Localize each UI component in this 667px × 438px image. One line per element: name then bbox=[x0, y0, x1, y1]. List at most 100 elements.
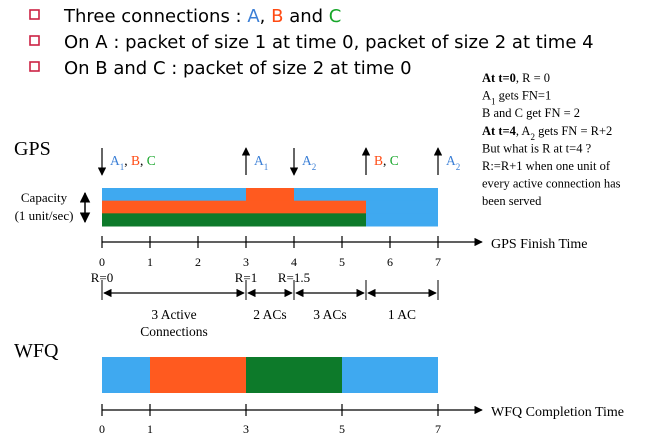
arrival-label-part: 2 bbox=[312, 162, 317, 172]
gps-axis-label: GPS Finish Time bbox=[491, 237, 588, 252]
arrival-label-part: , bbox=[140, 153, 147, 168]
gps-band-blue bbox=[294, 188, 366, 202]
arrival-label-part: 2 bbox=[456, 162, 461, 172]
round-number-label: R=0 bbox=[91, 270, 114, 285]
gps-round-numbers: R=0 R=1 R=1.5 bbox=[91, 270, 310, 285]
span-label: 3 Active bbox=[151, 307, 196, 322]
span-label: 1 AC bbox=[388, 307, 416, 322]
wfq-tick-label: 0 bbox=[99, 422, 105, 436]
gps-band-blue bbox=[366, 213, 438, 227]
arrival-label-part: 1 bbox=[120, 162, 125, 172]
arrival-label: A1, B, C bbox=[110, 153, 156, 172]
wfq-service-chart bbox=[102, 357, 438, 393]
arrival-label: A2 bbox=[302, 153, 316, 172]
arrival-label-part: , bbox=[383, 153, 390, 168]
arrival-label-part: B bbox=[131, 153, 140, 168]
capacity-label-line2: (1 unit/sec) bbox=[15, 208, 74, 223]
span-label: 3 ACs bbox=[313, 307, 346, 322]
gps-tick-label: 4 bbox=[291, 255, 297, 269]
arrival-label-part: A bbox=[302, 153, 312, 168]
note-line: B and C get FN = 2 bbox=[482, 106, 580, 120]
gps-band-red bbox=[294, 200, 366, 214]
note-line-part: At t=4 bbox=[482, 124, 517, 138]
note-line: A1 gets FN=1 bbox=[482, 89, 551, 107]
note-line-part: , R = 0 bbox=[516, 71, 550, 85]
bullet-icon bbox=[29, 61, 40, 72]
note-line: R:=R+1 when one unit of bbox=[482, 159, 611, 173]
wfq-block-blue bbox=[342, 357, 438, 393]
gps-tick-label: 7 bbox=[435, 255, 441, 269]
capacity-label-line1: Capacity bbox=[21, 190, 68, 205]
note-line-part: 2 bbox=[530, 132, 535, 142]
gps-tick-label: 5 bbox=[339, 255, 345, 269]
note-line: every active connection has bbox=[482, 177, 621, 191]
note-line-part: gets FN=1 bbox=[496, 89, 552, 103]
bullet-list: Three connections : A, B and COn A : pac… bbox=[29, 6, 594, 79]
note-line-part: R:=R+1 when one unit of bbox=[482, 159, 611, 173]
note-line-part: A bbox=[482, 89, 491, 103]
round-number-label: R=1 bbox=[235, 270, 258, 285]
note-line: At t=0, R = 0 bbox=[482, 71, 550, 85]
arrival-label-part: B bbox=[374, 153, 383, 168]
gps-band-blue bbox=[366, 188, 438, 202]
span-label: Connections bbox=[140, 324, 208, 339]
gps-band-green bbox=[102, 213, 246, 227]
wfq-block-green bbox=[246, 357, 342, 393]
notes-panel: At t=0, R = 0A1 gets FN=1B and C get FN … bbox=[482, 71, 621, 208]
gps-band-red bbox=[246, 200, 294, 214]
wfq-block-blue bbox=[102, 357, 150, 393]
gps-band-red bbox=[102, 200, 246, 214]
gps-bandwidth-chart bbox=[102, 188, 438, 227]
gps-tick-label: 3 bbox=[243, 255, 249, 269]
wfq-tick-label: 7 bbox=[435, 422, 441, 436]
arrival-label-part: , bbox=[124, 153, 131, 168]
note-line-part: But what is R at t=4 ? bbox=[482, 141, 592, 155]
round-number-label: R=1.5 bbox=[278, 270, 310, 285]
gps-tick-label: 1 bbox=[147, 255, 153, 269]
bullet-text-part: Three connections : bbox=[63, 6, 247, 27]
bullet-text-part: B bbox=[271, 6, 283, 27]
arrival-label-part: A bbox=[446, 153, 456, 168]
wfq-heading: WFQ bbox=[14, 340, 59, 362]
note-line-part: gets FN = R+2 bbox=[535, 124, 612, 138]
gps-band-blue bbox=[102, 188, 246, 202]
arrival-label: B, C bbox=[374, 153, 399, 168]
gps-band-blue bbox=[366, 200, 438, 214]
gps-tick-label: 2 bbox=[195, 255, 201, 269]
note-line-part: been served bbox=[482, 194, 542, 208]
arrival-label: A1 bbox=[254, 153, 268, 172]
wfq-axis-label: WFQ Completion Time bbox=[491, 405, 624, 420]
bullet-text-part: On B and C : packet of size 2 at time 0 bbox=[64, 58, 412, 79]
gps-band-green bbox=[246, 213, 294, 227]
note-line-part: 1 bbox=[491, 97, 496, 107]
note-line: At t=4, A2 gets FN = R+2 bbox=[482, 124, 612, 142]
bullet-text: On A : packet of size 1 at time 0, packe… bbox=[64, 32, 594, 53]
arrival-label-part: 1 bbox=[264, 162, 269, 172]
note-line-part: B and C get FN = 2 bbox=[482, 106, 580, 120]
bullet-text-part: C bbox=[329, 6, 342, 27]
gps-band-red bbox=[246, 188, 294, 202]
span-label: 2 ACs bbox=[253, 307, 286, 322]
bullet-text-part: , bbox=[260, 6, 271, 27]
wfq-tick-label: 1 bbox=[147, 422, 153, 436]
bullet-text-part: On A : packet of size 1 at time 0, packe… bbox=[64, 32, 594, 53]
arrival-label-part: C bbox=[390, 153, 399, 168]
wfq-tick-label: 3 bbox=[243, 422, 249, 436]
gps-tick-label: 6 bbox=[387, 255, 393, 269]
wfq-block-red bbox=[150, 357, 246, 393]
note-line: been served bbox=[482, 194, 542, 208]
arrival-label-part: C bbox=[147, 153, 156, 168]
note-line: But what is R at t=4 ? bbox=[482, 141, 592, 155]
note-line-part: , A bbox=[516, 124, 531, 138]
bullet-icon bbox=[29, 35, 40, 46]
bullet-text: On B and C : packet of size 2 at time 0 bbox=[64, 58, 412, 79]
gps-band-green bbox=[294, 213, 366, 227]
arrival-label-part: A bbox=[254, 153, 264, 168]
bullet-text-part: A bbox=[247, 6, 260, 27]
gps-heading: GPS bbox=[14, 138, 51, 160]
